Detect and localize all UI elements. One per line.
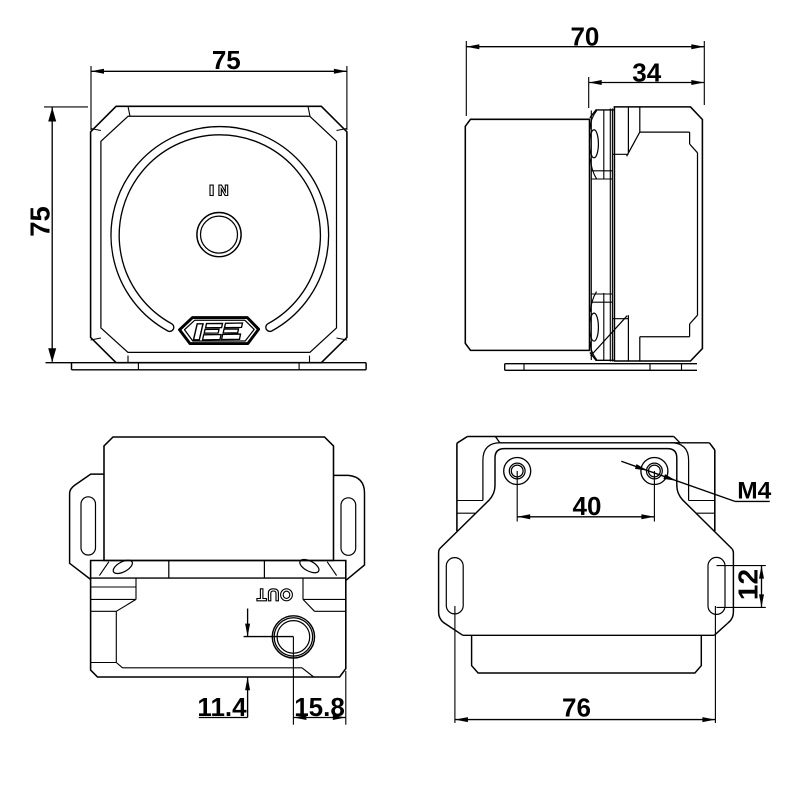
svg-text:11.4: 11.4 (197, 692, 247, 722)
svg-text:12: 12 (733, 569, 764, 600)
svg-text:40: 40 (573, 491, 602, 521)
svg-text:34: 34 (632, 58, 661, 88)
svg-text:75: 75 (212, 45, 241, 75)
svg-text:75: 75 (25, 206, 56, 237)
svg-text:76: 76 (562, 693, 591, 723)
svg-text:15.8: 15.8 (294, 692, 345, 722)
svg-text:M4: M4 (737, 477, 771, 504)
svg-text:70: 70 (570, 21, 599, 51)
